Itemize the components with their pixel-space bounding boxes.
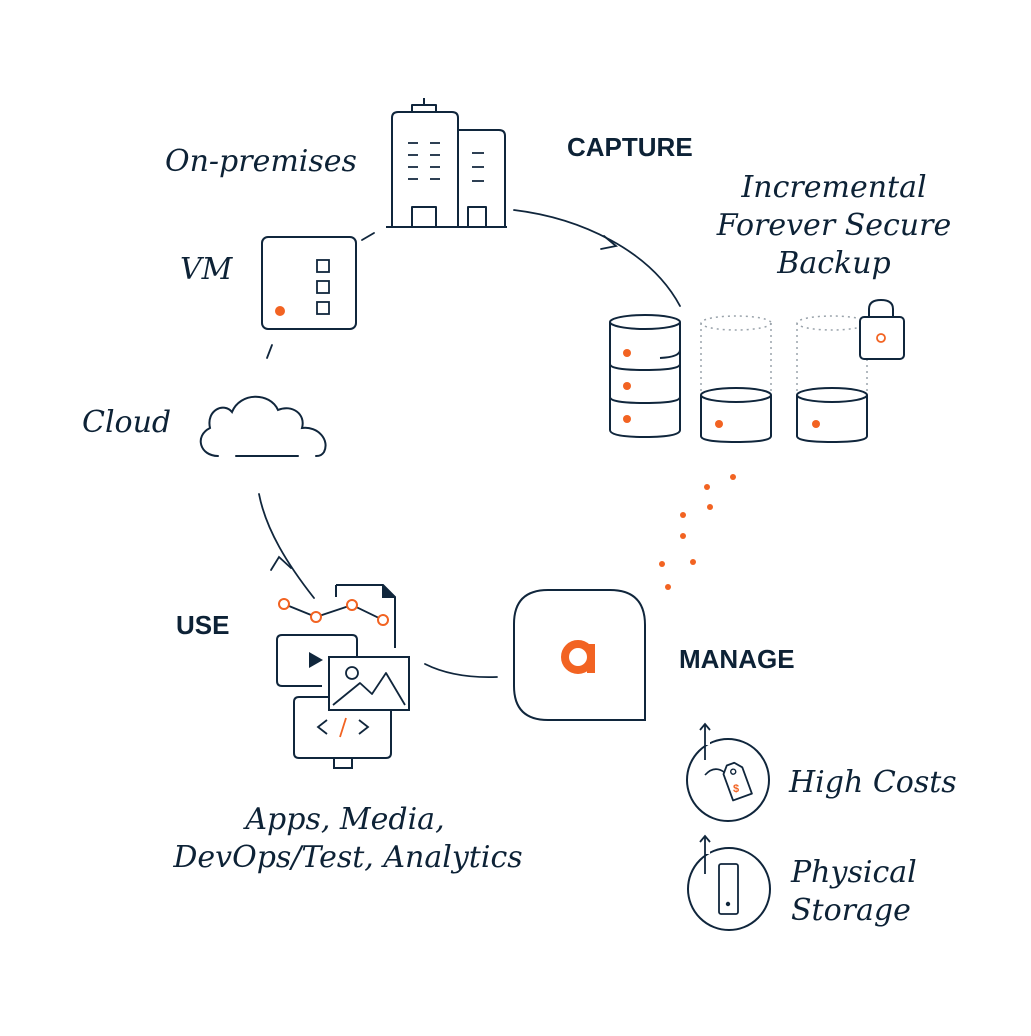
image-frame-icon	[328, 656, 410, 711]
cost-symbol: $	[733, 783, 739, 795]
building-icon	[386, 98, 507, 228]
apps-media-stack-icon	[276, 584, 410, 769]
label-apps-line2: DevOps/Test, Analytics	[172, 840, 522, 875]
database-secure-icon	[796, 315, 868, 444]
arrow-logo-to-apps	[424, 663, 498, 679]
lock-icon	[859, 298, 905, 360]
label-use: USE	[176, 610, 229, 640]
physical-storage-icon	[687, 834, 771, 931]
label-cloud: Cloud	[82, 405, 171, 440]
label-physical-line2: Storage	[791, 893, 911, 928]
database-stack-icon	[609, 314, 681, 439]
price-tag-icon: $	[686, 722, 770, 822]
arrow-apps-to-cloud	[258, 493, 315, 599]
label-apps-line1: Apps, Media,	[242, 802, 444, 837]
app-logo-icon	[513, 589, 646, 721]
label-physical-line1: Physical	[790, 855, 917, 890]
video-player-icon	[276, 634, 358, 687]
connector-cloud-vm	[266, 344, 273, 359]
label-on-premises: On-premises	[165, 144, 357, 179]
arrow-building-to-backup	[513, 209, 681, 307]
label-vm: VM	[180, 252, 234, 287]
label-backup-line2: Forever Secure	[716, 208, 951, 243]
database-incremental-icon	[700, 315, 772, 444]
label-backup-line1: Incremental	[740, 170, 926, 205]
connector-vm-building	[361, 232, 375, 241]
arrowhead-capture	[600, 235, 619, 250]
arrowhead-use	[270, 555, 292, 571]
vm-window-icon	[261, 236, 357, 330]
label-high-costs: High Costs	[788, 765, 957, 800]
cloud-icon	[199, 395, 327, 457]
database-stack-dots	[623, 349, 631, 423]
label-capture: CAPTURE	[567, 132, 693, 162]
document-chart-icon	[278, 584, 396, 648]
manage-dotted-path	[659, 474, 736, 590]
code-monitor-icon	[293, 696, 392, 769]
cycle-arrows	[258, 209, 681, 679]
label-backup-line3: Backup	[776, 246, 890, 281]
label-manage: MANAGE	[679, 644, 795, 674]
